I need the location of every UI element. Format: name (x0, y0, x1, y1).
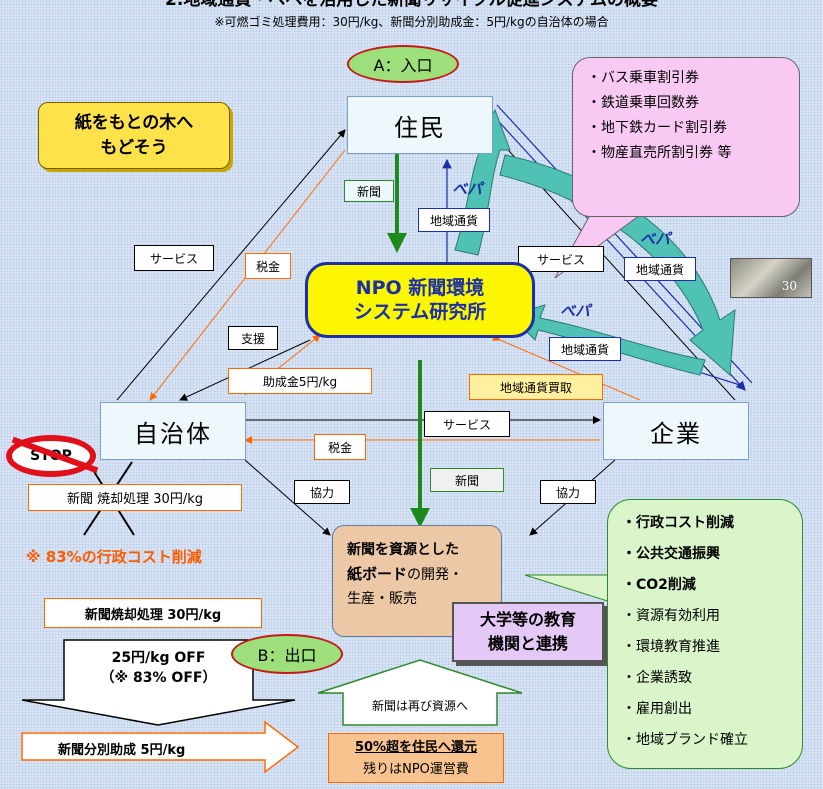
board-strong: 紙ボード (347, 565, 408, 583)
voucher-number: 30 (781, 279, 797, 293)
board-rest: の開発・ (407, 567, 464, 583)
label-service: サービス (134, 245, 214, 271)
cost-off-line: 25円/kg OFF (111, 650, 206, 666)
municipality-label: 自治体 (134, 419, 212, 448)
label-bepa: べパ (560, 302, 591, 320)
return-line: 50%超を住民へ還元 (354, 740, 478, 755)
exit-label: B：出口 (257, 646, 317, 665)
incineration-crossed-text: 新聞 焼却処理 30円/kg (67, 492, 203, 507)
label-newspaper-top: 新聞 (344, 180, 394, 202)
incineration-cost-box: 新聞焼却処理 30円/kg (44, 598, 262, 628)
effect-item: ・企業誘致 (622, 670, 692, 686)
entrance-oval: A：入口 (347, 45, 459, 83)
effects-tail (524, 574, 621, 606)
label-tax: 税金 (314, 434, 366, 460)
label-local-currency: 地域通貨 (418, 208, 490, 232)
label-cooperation: 協力 (540, 480, 596, 504)
effect-item: ・CO2削減 (622, 577, 696, 593)
return-line: 残りはNPO運営費 (363, 762, 469, 777)
recycle-arrow-shape (317, 659, 523, 726)
incineration-crossed: 新聞 焼却処理 30円/kg (28, 484, 242, 511)
node-company: 企業 (603, 402, 749, 460)
page-title: 2.地域通貨・ベペを活用した新聞リサイクル促進システムの概要 (0, 0, 823, 10)
label-support: 支援 (228, 326, 278, 350)
npo-line: システム研究所 (353, 301, 487, 323)
label-cooperation: 協力 (294, 480, 350, 504)
benefit-item: ・鉄道乗車回数券 (587, 95, 699, 111)
slogan-line: もどそう (100, 138, 168, 158)
label-subsidy: 助成金5円/kg (228, 368, 372, 394)
board-line: 生産・販売 (347, 591, 417, 607)
effect-item: ・資源有効利用 (622, 608, 720, 624)
resident-label: 住民 (394, 113, 446, 142)
node-npo: NPO 新聞環境 システム研究所 (305, 262, 535, 338)
benefit-item: ・地下鉄カード割引券 (587, 120, 727, 136)
label-service: サービス (424, 411, 510, 437)
recycle-arrow-text: 新聞は再び資源へ (371, 699, 468, 713)
subtitle: ※可燃ゴミ処理費用：30円/kg、新聞分別助成金：5円/kgの自治体の場合 (214, 15, 609, 29)
benefit-item: ・バス乗車割引券 (587, 70, 699, 86)
slogan-line: 紙をもとの木へ (74, 113, 194, 133)
npo-line: NPO 新聞環境 (355, 277, 485, 299)
node-municipality: 自治体 (100, 402, 246, 460)
label-service: サービス (518, 246, 604, 272)
green-arrows (387, 150, 430, 528)
label-tax: 税金 (245, 253, 291, 279)
separation-subsidy-text: 新聞分別助成 5円/kg (58, 743, 186, 758)
separation-right-arrow (21, 720, 300, 774)
exit-oval: B：出口 (231, 634, 343, 674)
board-line: 紙ボードの開発・ (347, 562, 501, 587)
voucher-image: 30 (730, 258, 812, 298)
effect-item: ・地域ブランド確立 (622, 732, 748, 748)
entrance-label: A：入口 (373, 56, 433, 75)
benefit-item: ・物産直売所割引券 等 (587, 145, 732, 161)
label-newspaper-bottom: 新聞 (430, 468, 504, 492)
label-local-currency: 地域通貨 (549, 337, 621, 361)
label-currency-purchase: 地域通貨買取 (469, 374, 603, 400)
return-box: 50%超を住民へ還元 残りはNPO運営費 (328, 733, 504, 783)
benefits-box: ・バス乗車割引券 ・鉄道乗車回数券 ・地下鉄カード割引券 ・物産直売所割引券 等 (572, 57, 800, 217)
effect-item: ・公共交通振興 (622, 546, 720, 562)
cost-off-text: 25円/kg OFF （※ 83% OFF） (64, 648, 253, 688)
effect-item: ・環境教育推進 (622, 639, 720, 655)
university-line: 大学等の教育 (479, 610, 576, 629)
university-box: 大学等の教育 機関と連携 (452, 602, 604, 662)
slogan-banner: 紙をもとの木へ もどそう (38, 102, 230, 169)
label-local-currency: 地域通貨 (624, 257, 696, 281)
label-bepa: べパ (640, 230, 671, 248)
cost-off-line: （※ 83% OFF） (100, 670, 217, 686)
page-title-text: 2.地域通貨・ベペを活用した新聞リサイクル促進システムの概要 (165, 0, 658, 10)
effect-item: ・行政コスト削減 (622, 515, 734, 531)
effect-item: ・雇用創出 (622, 701, 692, 717)
effects-box: ・行政コスト削減 ・公共交通振興 ・CO2削減 ・資源有効利用 ・環境教育推進 … (607, 499, 803, 769)
label-bepa: べパ (452, 180, 483, 198)
company-label: 企業 (650, 419, 702, 448)
university-line: 機関と連携 (487, 634, 568, 653)
board-line: 新聞を資源とした (347, 542, 459, 558)
node-resident: 住民 (347, 96, 493, 154)
admin-cost-reduction: ※ 83%の行政コスト削減 (26, 548, 202, 566)
incineration-cost-text: 新聞焼却処理 30円/kg (84, 607, 222, 623)
